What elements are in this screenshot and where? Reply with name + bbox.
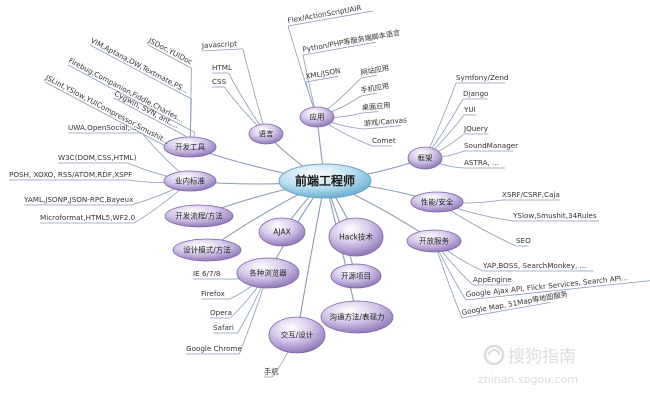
leaf-label: VIM,Aptana,DW,Textmate,PS...: [89, 36, 190, 95]
branch-node-goutong[interactable]: 沟通方法/表现力: [320, 300, 394, 334]
leaf-label: 网站应用: [360, 63, 390, 77]
leaf-label: Django: [463, 89, 488, 98]
branch-node-yingyong[interactable]: 应用: [299, 106, 335, 128]
leaf-label: W3C(DOM,CSS,HTML): [58, 153, 137, 162]
branch-label-ajax: AJAX: [273, 228, 290, 237]
branch-node-yenei[interactable]: 业内标准: [163, 170, 217, 192]
branch-node-kaifang[interactable]: 开放服务: [406, 229, 462, 253]
leaf-label: JSDoc,YUIDoc: [146, 35, 194, 66]
branch-label-sheji: 设计模式/方法: [183, 245, 231, 255]
leaf-label: IE 6/7/8: [193, 269, 221, 278]
leaf-label: 手机应用: [360, 81, 390, 95]
center-node[interactable]: 前端工程师: [278, 163, 372, 199]
leaf-label: SoundManager: [464, 141, 518, 150]
leaf-label: Python/PHP等服务端脚本语言: [302, 28, 401, 54]
leaf-label: Comet: [372, 136, 396, 145]
leaf-label: HTML: [212, 63, 232, 72]
leaf-label: POSH, XOXO, RSS/ATOM,RDF,XSPF: [9, 170, 132, 179]
branch-label-kaiyuan: 开源项目: [341, 272, 371, 281]
leaf-label: YAP,BOSS, SearchMonkey, ...: [482, 261, 586, 270]
branch-label-goutong: 沟通方法/表现力: [329, 312, 384, 322]
leaf-label: YUI: [463, 105, 476, 114]
branch-node-xingneng[interactable]: 性能/安全: [410, 191, 464, 213]
leaf-label: Opera: [210, 308, 232, 317]
leaf-label: 桌面应用: [361, 101, 390, 112]
leaf-label: Javascript: [201, 39, 238, 50]
branch-node-kaiyuan[interactable]: 开源项目: [330, 263, 382, 289]
branch-label-xingneng: 性能/安全: [421, 197, 454, 207]
branch-label-kaifa: 开发工具: [175, 142, 205, 152]
leaf-label: Flex/ActionScript/AIR: [287, 3, 362, 25]
branch-node-hack[interactable]: Hack技术: [328, 217, 384, 257]
branch-label-kuangjia: 框架: [418, 153, 433, 163]
branch-label-yingyong: 应用: [310, 112, 325, 122]
branch-node-liucheng[interactable]: 开发流程/方法: [164, 204, 234, 228]
branch-node-ajax[interactable]: AJAX: [258, 217, 306, 247]
branch-node-liulanqi[interactable]: 各种浏览器: [236, 257, 300, 289]
leaf-label: UWA,OpenSocial,...: [68, 123, 137, 132]
connector-lines: [189, 116, 438, 336]
leaf-label: AppEngine: [473, 275, 512, 284]
center-node-label: 前端工程师: [295, 173, 355, 188]
branch-label-yenei: 业内标准: [175, 176, 205, 186]
leaf-label: YSlow,Smushit,34Rules: [512, 211, 597, 220]
branch-label-kaifang: 开放服务: [419, 236, 449, 246]
branch-label-liulanqi: 各种浏览器: [249, 268, 287, 278]
watermark-logo-icon: [483, 344, 505, 366]
watermark-url: zhinan.sogou.com: [478, 373, 578, 386]
branch-label-hack: Hack技术: [339, 232, 373, 242]
leaf-label: YAML,JSONP,JSON-RPC,Bayeux: [23, 195, 134, 204]
branch-label-yuyan: 语言: [259, 129, 274, 139]
leaf-label: Google Chrome: [186, 344, 242, 353]
branch-node-sheji[interactable]: 设计模式/方法: [172, 238, 242, 262]
leaf-label: XSRF/CSRF,Caja: [502, 190, 560, 199]
leaf-label: Firefox: [201, 289, 226, 298]
leaf-label: SEO: [516, 236, 531, 245]
branch-label-liucheng: 开发流程/方法: [175, 211, 223, 221]
leaf-label: Safari: [213, 323, 234, 332]
leaf-label: Microformat,HTML5,WF2.0: [40, 213, 136, 222]
leaf-label: 游戏/Canvas: [363, 115, 407, 128]
branch-node-jiaohu[interactable]: 交互/设计: [268, 316, 326, 354]
branch-node-kuangjia[interactable]: 框架: [407, 146, 443, 170]
branch-label-jiaohu: 交互/设计: [281, 330, 314, 340]
watermark: 搜狗指南 zhinan.sogou.com: [478, 344, 578, 386]
edge-jiaohu: [296, 180, 326, 336]
leaf-label: ASTRA, ...: [464, 158, 499, 167]
leaf-label: 手机: [264, 367, 279, 376]
watermark-title: 搜狗指南: [508, 347, 576, 367]
leaf-label: CSS: [212, 77, 227, 86]
branch-node-yuyan[interactable]: 语言: [248, 123, 284, 145]
leaf-label: Symfony/Zend: [456, 73, 508, 82]
branch-node-kaifa[interactable]: 开发工具: [163, 136, 217, 158]
leaf-label: JQuery: [463, 124, 489, 133]
